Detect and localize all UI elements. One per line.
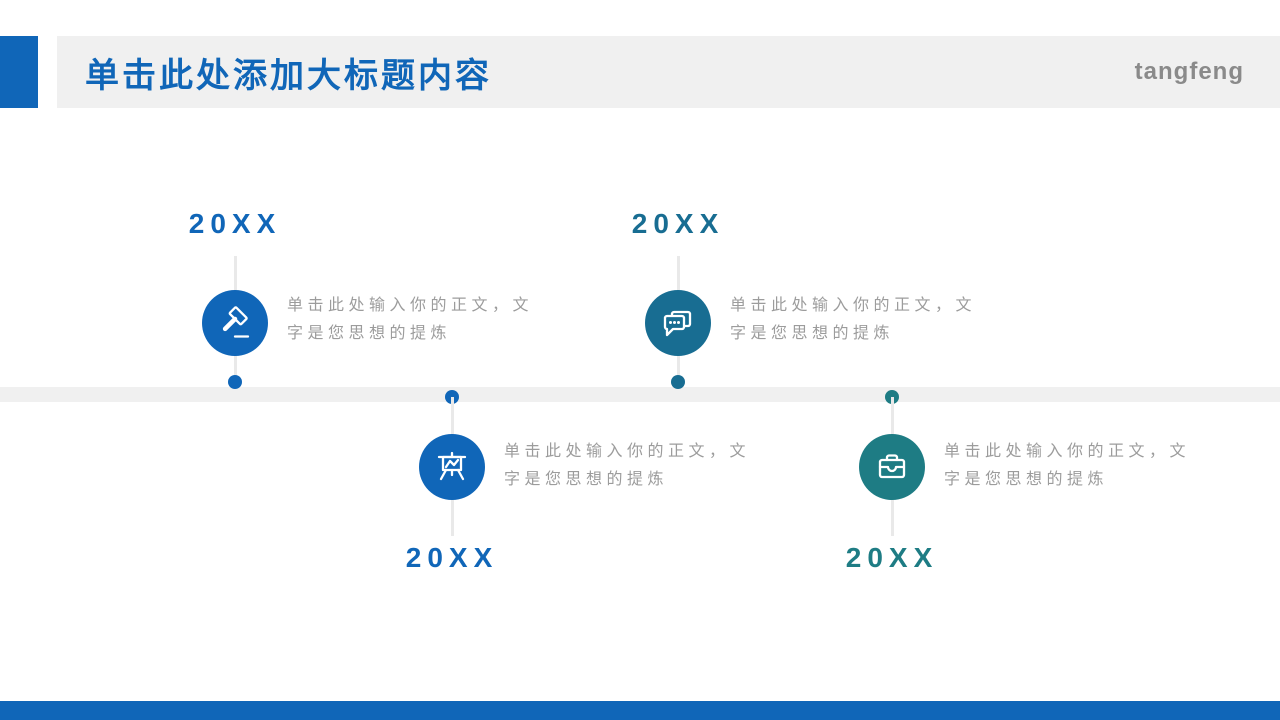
gavel-icon xyxy=(222,306,250,338)
body-text-line: 单击此处输入你的正文，文 xyxy=(944,443,1191,460)
body-text: 单击此处输入你的正文，文 字是您思想的提炼 xyxy=(287,292,577,348)
body-text-line: 单击此处输入你的正文，文 xyxy=(730,297,977,314)
header-accent-square xyxy=(0,36,38,108)
year-label: 20XX xyxy=(845,542,939,573)
body-text: 单击此处输入你的正文，文 字是您思想的提炼 xyxy=(504,438,794,494)
body-text-line: 单击此处输入你的正文，文 xyxy=(287,297,534,314)
body-text-line: 字是您思想的提炼 xyxy=(944,471,1109,488)
page-title: 单击此处添加大标题内容 xyxy=(85,56,492,95)
body-text-line: 字是您思想的提炼 xyxy=(287,325,452,342)
milestone-circle xyxy=(645,290,711,356)
milestone-circle xyxy=(419,434,485,500)
body-text: 单击此处输入你的正文，文 字是您思想的提炼 xyxy=(730,292,1020,348)
body-text: 单击此处输入你的正文，文 字是您思想的提炼 xyxy=(944,438,1234,494)
chat-icon xyxy=(663,310,692,337)
timeline-band xyxy=(0,387,1280,402)
bottom-accent-bar xyxy=(0,701,1280,720)
timeline-dot xyxy=(671,375,685,389)
presentation-chart-icon xyxy=(437,451,467,481)
year-label: 20XX xyxy=(188,208,282,239)
milestone-circle xyxy=(859,434,925,500)
body-text-line: 单击此处输入你的正文，文 xyxy=(504,443,751,460)
header-bar: 单击此处添加大标题内容 tangfeng xyxy=(57,36,1280,108)
body-text-line: 字是您思想的提炼 xyxy=(730,325,895,342)
milestone-circle xyxy=(202,290,268,356)
brand-logo: tangfeng xyxy=(1134,58,1244,85)
timeline-dot xyxy=(228,375,242,389)
year-label: 20XX xyxy=(405,542,499,573)
briefcase-icon xyxy=(878,454,906,479)
body-text-line: 字是您思想的提炼 xyxy=(504,471,669,488)
year-label: 20XX xyxy=(631,208,725,239)
